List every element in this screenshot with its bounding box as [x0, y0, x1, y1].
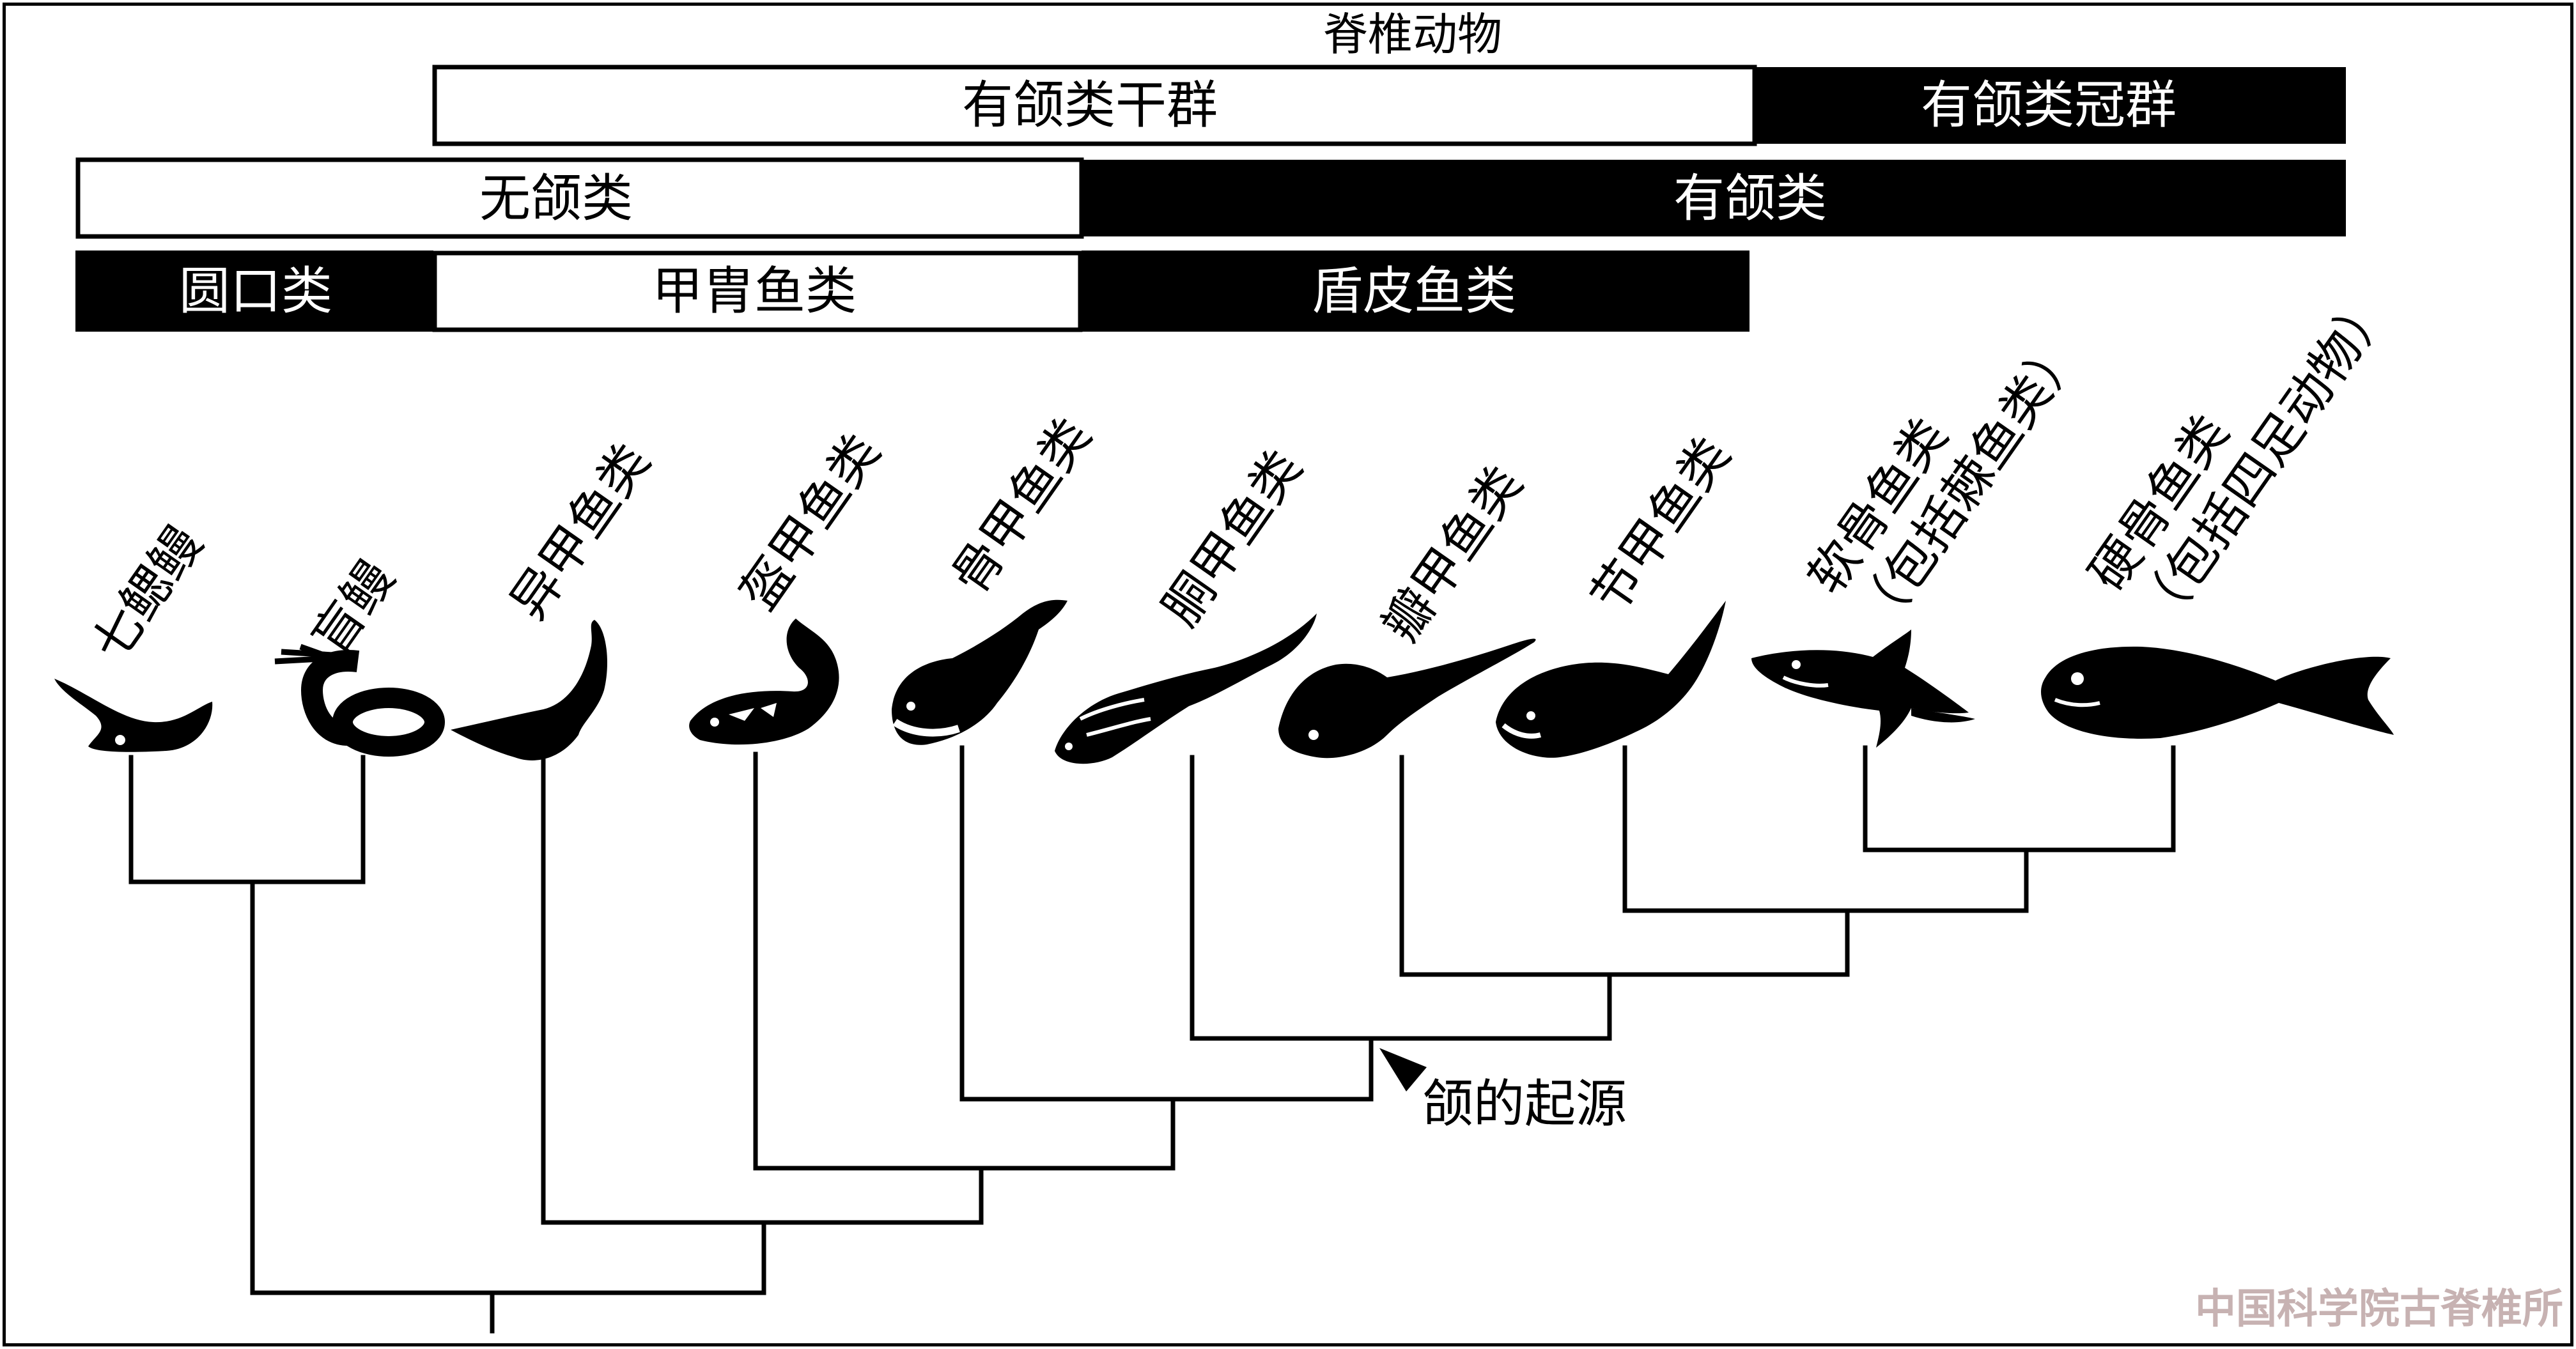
- band-gnathostome-stem-label: 有颌类干群: [962, 75, 1218, 135]
- band-galeaspida-label: 甲胄鱼类: [652, 261, 857, 321]
- jaw-origin-label: 颌的起源: [1422, 1074, 1627, 1134]
- hagfish-silhouette: [274, 644, 445, 757]
- arthrodire-silhouette: [1496, 601, 1726, 758]
- band-cyclostomata: [75, 251, 433, 332]
- lamprey-silhouette: [54, 679, 213, 752]
- branch-arthrodire-crown: [1622, 745, 2029, 913]
- taxon-label-hagfish: 盲鳗: [302, 550, 406, 665]
- bony-fish-silhouette: [2041, 646, 2394, 739]
- branch-antiarch-node: [1190, 755, 1612, 1041]
- galeaspid-silhouette: [689, 619, 839, 745]
- jaw-origin-arrow-icon: [1379, 1048, 1427, 1091]
- branch-bony-shark-pair: [1863, 745, 2176, 852]
- title-vertebrates: 脊椎动物: [1323, 8, 1502, 61]
- band-agnatha-label: 无颌类: [479, 169, 633, 228]
- taxon-label-osteostraci: 骨甲鱼类: [941, 408, 1103, 605]
- band-gnathostomata: [1082, 160, 2346, 236]
- branch-galeaspid-node: [753, 752, 1175, 1171]
- band-agnatha: [75, 157, 1084, 239]
- branch-osteostracan-node: [959, 745, 1374, 1102]
- band-gnathostomata-label: 有颌类: [1673, 169, 1827, 228]
- taxon-label-antiarchi: 胴甲鱼类: [1152, 440, 1314, 636]
- band-gnathostome-stem: [432, 65, 1757, 146]
- branch-root-node: [250, 879, 766, 1295]
- band-gnathostome-crown-label: 有颌类冠群: [1921, 75, 2176, 135]
- band-cyclostomata-label: 圆口类: [179, 261, 332, 321]
- taxon-label-heterostraci: 异甲鱼类: [500, 434, 662, 630]
- taxon-label-lamprey: 七鳃鳗: [81, 516, 214, 672]
- taxon-label-arthrodira: 节甲鱼类: [1580, 428, 1742, 624]
- band-placodermi-label: 盾皮鱼类: [1312, 261, 1516, 321]
- branch-cyclostome-pair: [128, 755, 366, 884]
- band-gnathostome-crown: [1755, 67, 2346, 144]
- taxon-label-petalichthyida: 瓣甲鱼类: [1372, 456, 1534, 652]
- petalichthyid-silhouette: [1278, 638, 1536, 759]
- osteostracan-silhouette: [892, 599, 1067, 745]
- antiarch-silhouette: [1055, 613, 1317, 764]
- band-placodermi: [1082, 251, 1750, 332]
- band-galeaspida: [432, 251, 1083, 332]
- shark-silhouette: [1751, 629, 1975, 748]
- branch-petalichthyid-node: [1399, 755, 1850, 977]
- taxon-label-galeaspida: 盔甲鱼类: [730, 424, 892, 621]
- institution-watermark: 中国科学院古脊椎所: [2195, 1286, 2563, 1333]
- diagram-border: [3, 3, 2573, 1346]
- heterostracan-silhouette: [451, 620, 607, 760]
- branch-heterostracan-node: [541, 755, 984, 1225]
- cladogram-tree: [128, 745, 2176, 1334]
